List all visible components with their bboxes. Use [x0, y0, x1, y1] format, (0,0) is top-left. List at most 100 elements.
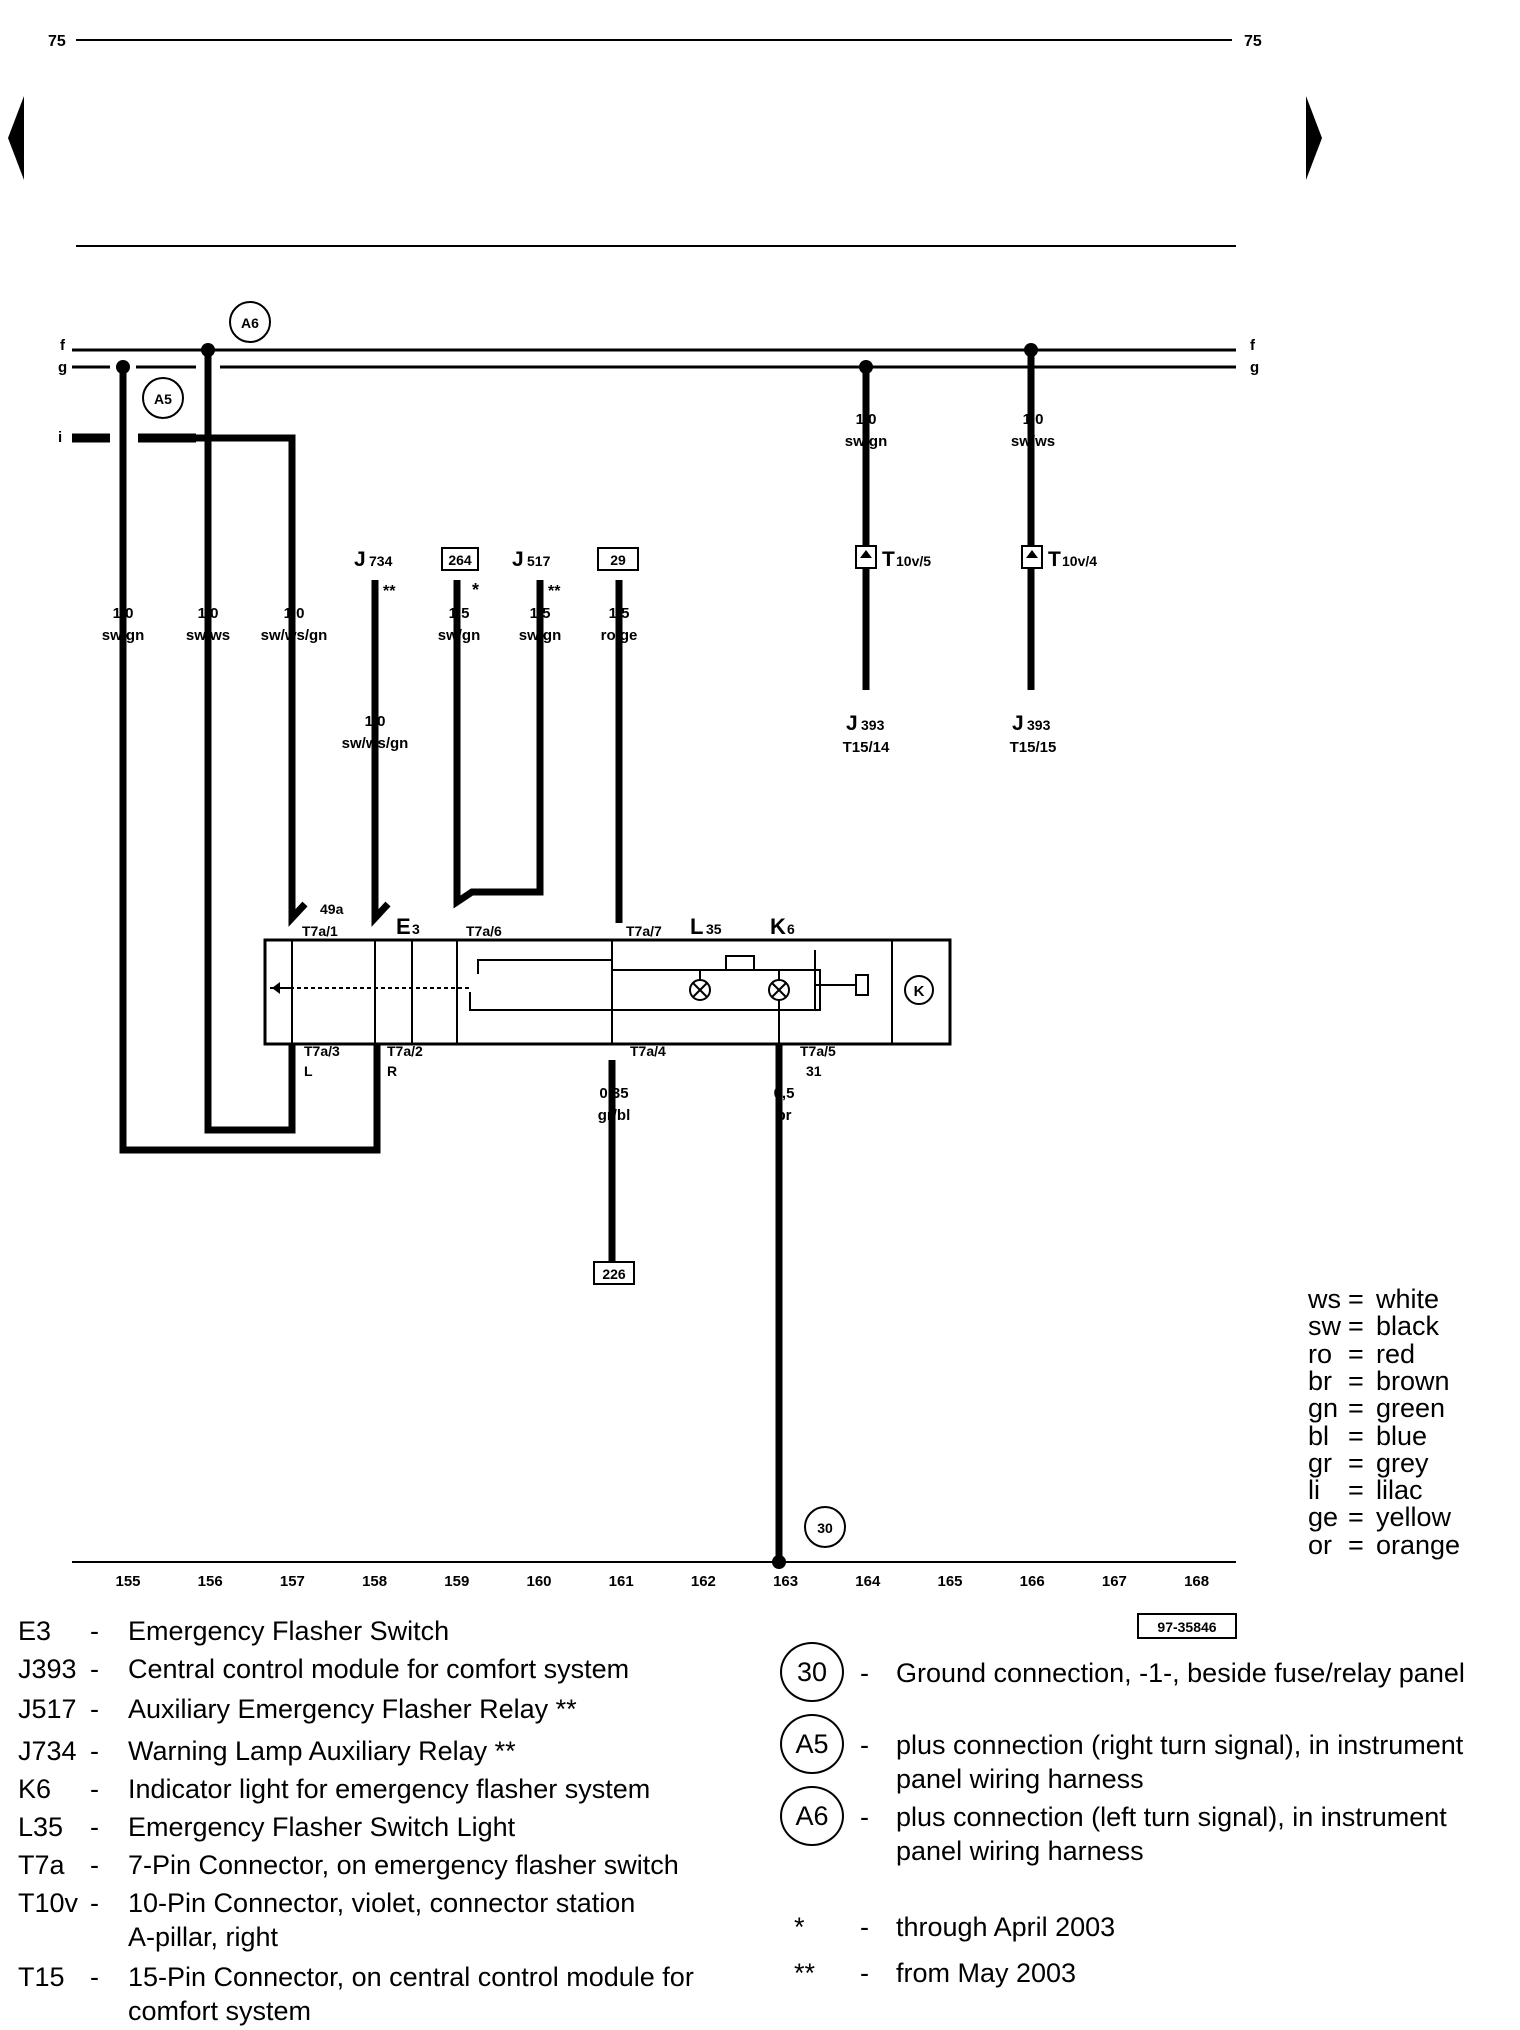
bus-g-label-right: g	[1250, 359, 1259, 376]
legend-dash: -	[90, 1962, 99, 1992]
legend-code: T15	[18, 1962, 65, 1992]
legend-row: K6-Indicator light for emergency flasher…	[18, 1770, 778, 1808]
j734-mark: **	[383, 583, 396, 600]
track-number: 159	[444, 1573, 469, 1590]
pin-t7a7: T7a/7	[626, 923, 662, 939]
bus-g-label-left: g	[58, 359, 67, 376]
color-abbr: ge	[1308, 1502, 1339, 1533]
j517-sub: 517	[527, 553, 551, 569]
wire-157-size: 1,0	[284, 605, 305, 622]
legend-dash: -	[90, 1654, 99, 1684]
legend-row: T7a-7-Pin Connector, on emergency flashe…	[18, 1846, 778, 1884]
track-number: 168	[1184, 1573, 1209, 1590]
k-symbol-circle	[904, 975, 934, 1005]
t10v4-arrow-icon	[1026, 550, 1038, 558]
wire-155-color: sw/gn	[102, 627, 145, 644]
footnote-dash: -	[860, 1958, 869, 1988]
switch-contacts	[290, 940, 862, 1044]
color-eq: =	[1348, 1338, 1364, 1369]
color-key-row: li=lilac	[1308, 1477, 1423, 1504]
color-eq: =	[1348, 1447, 1364, 1478]
track-number: 167	[1102, 1573, 1127, 1590]
legend-desc-cont: comfort system	[128, 1996, 312, 2026]
track-number: 157	[280, 1573, 305, 1590]
wire-161b-size: 0,35	[599, 1085, 628, 1102]
j393b-name: J	[1012, 712, 1024, 735]
color-key-row: sw=black	[1308, 1313, 1439, 1340]
legend-dash: -	[90, 1616, 99, 1646]
legend-desc: Indicator light for emergency flasher sy…	[128, 1774, 651, 1804]
wire-164-size: 1,0	[856, 411, 877, 428]
k-symbol-label: K	[914, 983, 925, 1000]
e3-name: E	[396, 914, 411, 939]
pin-t7a5-sig: 31	[806, 1063, 822, 1079]
connection-dash: -	[860, 1658, 869, 1688]
wire-156-color: sw/ws	[186, 627, 230, 644]
legend-desc-cont: A-pillar, right	[128, 1922, 279, 1952]
wire-156-size: 1,0	[198, 605, 219, 622]
color-key-row: gr = grey	[1308, 1447, 1429, 1478]
color-name: white	[1376, 1284, 1440, 1314]
legend-row: J393-Central control module for comfort …	[18, 1650, 778, 1688]
color-abbr: gr	[1308, 1447, 1333, 1478]
track-number: 166	[1020, 1573, 1045, 1590]
track-number: 155	[115, 1573, 140, 1590]
wire-158-color: sw/ws/gn	[342, 735, 409, 752]
wire-159-160	[453, 580, 544, 909]
wire-163-size: 0,5	[774, 1085, 795, 1102]
legend-dash: -	[90, 1736, 99, 1766]
next-page-arrow-icon[interactable]	[1306, 96, 1322, 180]
color-eq: =	[1348, 1529, 1364, 1560]
ref-264-box	[441, 547, 479, 571]
legend-row: J734-Warning Lamp Auxiliary Relay **	[18, 1732, 778, 1770]
color-name: red	[1376, 1338, 1416, 1369]
prev-page-arrow-icon[interactable]	[8, 96, 24, 180]
color-eq: =	[1348, 1475, 1364, 1506]
color-name: lilac	[1376, 1475, 1423, 1506]
a6-connection-circle	[229, 301, 271, 343]
color-key-row: ro=red	[1308, 1338, 1416, 1369]
wire-155-size: 1,0	[113, 605, 134, 622]
ref-226-box	[593, 1261, 635, 1285]
switch-arrow-icon	[272, 982, 280, 994]
footnote-desc: through April 2003	[896, 1912, 1116, 1942]
footnote-desc: from May 2003	[896, 1958, 1077, 1988]
color-name: grey	[1376, 1447, 1429, 1478]
page-number-right: 75	[1244, 33, 1262, 50]
e3-sub: 3	[412, 921, 420, 937]
color-abbr: br	[1308, 1365, 1333, 1396]
color-key-row: bl=blue	[1308, 1422, 1427, 1450]
connection-dash: -	[860, 1730, 869, 1760]
ref-226: 226	[602, 1266, 626, 1282]
ref-29: 29	[610, 552, 626, 568]
legend-desc: 15-Pin Connector, on central control mod…	[128, 1962, 694, 1992]
connection-desc: plus connection (right turn signal), in …	[896, 1730, 1464, 1760]
legend-desc: Emergency Flasher Switch	[128, 1616, 450, 1646]
legend-desc: Auxiliary Emergency Flasher Relay **	[128, 1694, 577, 1724]
legend-dash: -	[90, 1850, 99, 1880]
loop-wires	[119, 350, 381, 1154]
k6-name: K	[770, 914, 786, 939]
wire-159-size: 1,5	[449, 605, 470, 622]
legend-dash: -	[90, 1812, 99, 1842]
j734-sub: 734	[369, 553, 393, 569]
a5-connection-circle	[142, 377, 184, 419]
color-key-row: br=brown	[1308, 1365, 1450, 1396]
wire-166-color: sw/ws	[1011, 433, 1055, 450]
t10v5-name: T	[882, 548, 895, 571]
wire-160-color: sw/gn	[519, 627, 562, 644]
j393b-pin: T15/15	[1010, 739, 1057, 756]
a5-label: A5	[154, 391, 172, 407]
l35-name: L	[690, 914, 703, 939]
j393a-sub: 393	[861, 717, 885, 733]
bus-f-label-right: f	[1250, 337, 1256, 354]
connection-code-circle: A5	[780, 1714, 844, 1774]
wire-161-size: 1,5	[609, 605, 630, 622]
color-name: yellow	[1376, 1502, 1452, 1533]
color-eq: =	[1348, 1393, 1364, 1424]
pin-t7a5: T7a/5	[800, 1043, 836, 1059]
legend-code: K6	[18, 1774, 52, 1804]
color-key-row: ws=white	[1308, 1286, 1439, 1313]
